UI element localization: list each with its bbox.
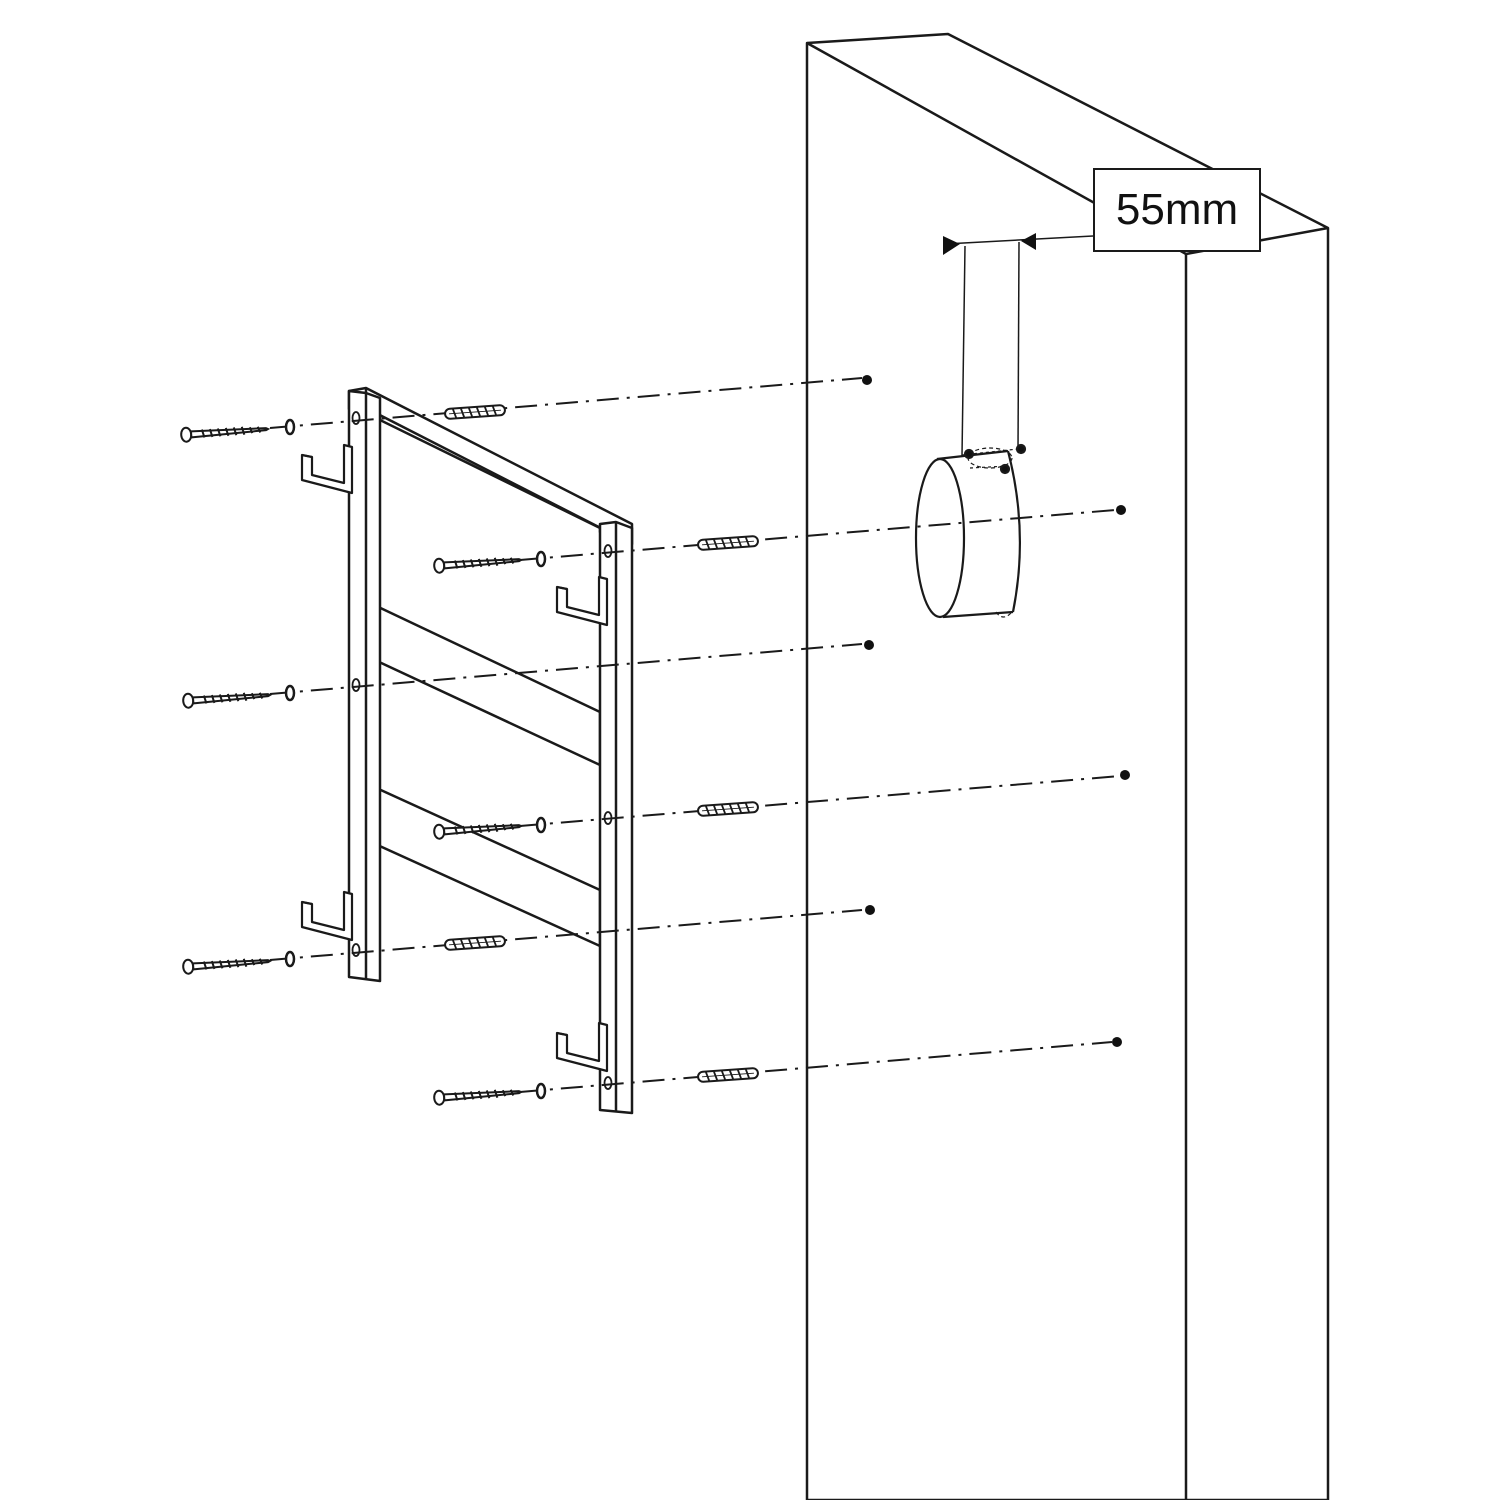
washer-icon [535, 1082, 547, 1100]
screw-icon [432, 552, 523, 575]
dimension-label: 55mm [1093, 168, 1261, 252]
hook-bracket-icon [555, 575, 609, 627]
wall-plug-icon [696, 800, 760, 818]
washer-icon [284, 418, 296, 436]
screw-icon [181, 687, 272, 710]
wall-panel [805, 32, 1330, 1502]
wall-plug-icon [696, 1066, 760, 1084]
drill-hole-icon [863, 639, 875, 651]
washer-icon [535, 816, 547, 834]
extension-line [961, 245, 966, 457]
alignment-line [269, 377, 863, 429]
alignment-line [519, 1041, 1113, 1093]
dimension-55mm [943, 233, 1094, 457]
arrowhead-icon [943, 236, 960, 255]
wall-plug-icon [696, 534, 760, 552]
wall-plug-icon [443, 403, 507, 421]
alignment-lines [269, 377, 1121, 1093]
hook-bracket-icon [300, 443, 354, 495]
screw-icon [181, 953, 272, 976]
extension-line [1017, 241, 1020, 453]
alignment-line [519, 509, 1116, 561]
washer-icon [284, 684, 296, 702]
pipe-clamp-icon [914, 443, 1027, 619]
drill-hole-icon [861, 374, 873, 386]
washer-icon [535, 550, 547, 568]
drill-hole-icon [1111, 1036, 1123, 1048]
alignment-line [269, 909, 863, 961]
ladder-frame [347, 386, 634, 1115]
alignment-line [519, 775, 1121, 827]
drill-hole-icon [1115, 504, 1127, 516]
screw-icon [432, 1084, 523, 1107]
drill-hole-icon [1119, 769, 1131, 781]
washer-icon [284, 950, 296, 968]
screw-icon [179, 421, 270, 444]
dimension-line [944, 235, 1094, 245]
alignment-line [269, 643, 863, 695]
hook-bracket-icon [300, 890, 354, 942]
arrowhead-icon [1021, 233, 1036, 250]
wall-plug-icon [443, 934, 507, 952]
drill-hole-icon [864, 904, 876, 916]
hook-bracket-icon [555, 1021, 609, 1073]
